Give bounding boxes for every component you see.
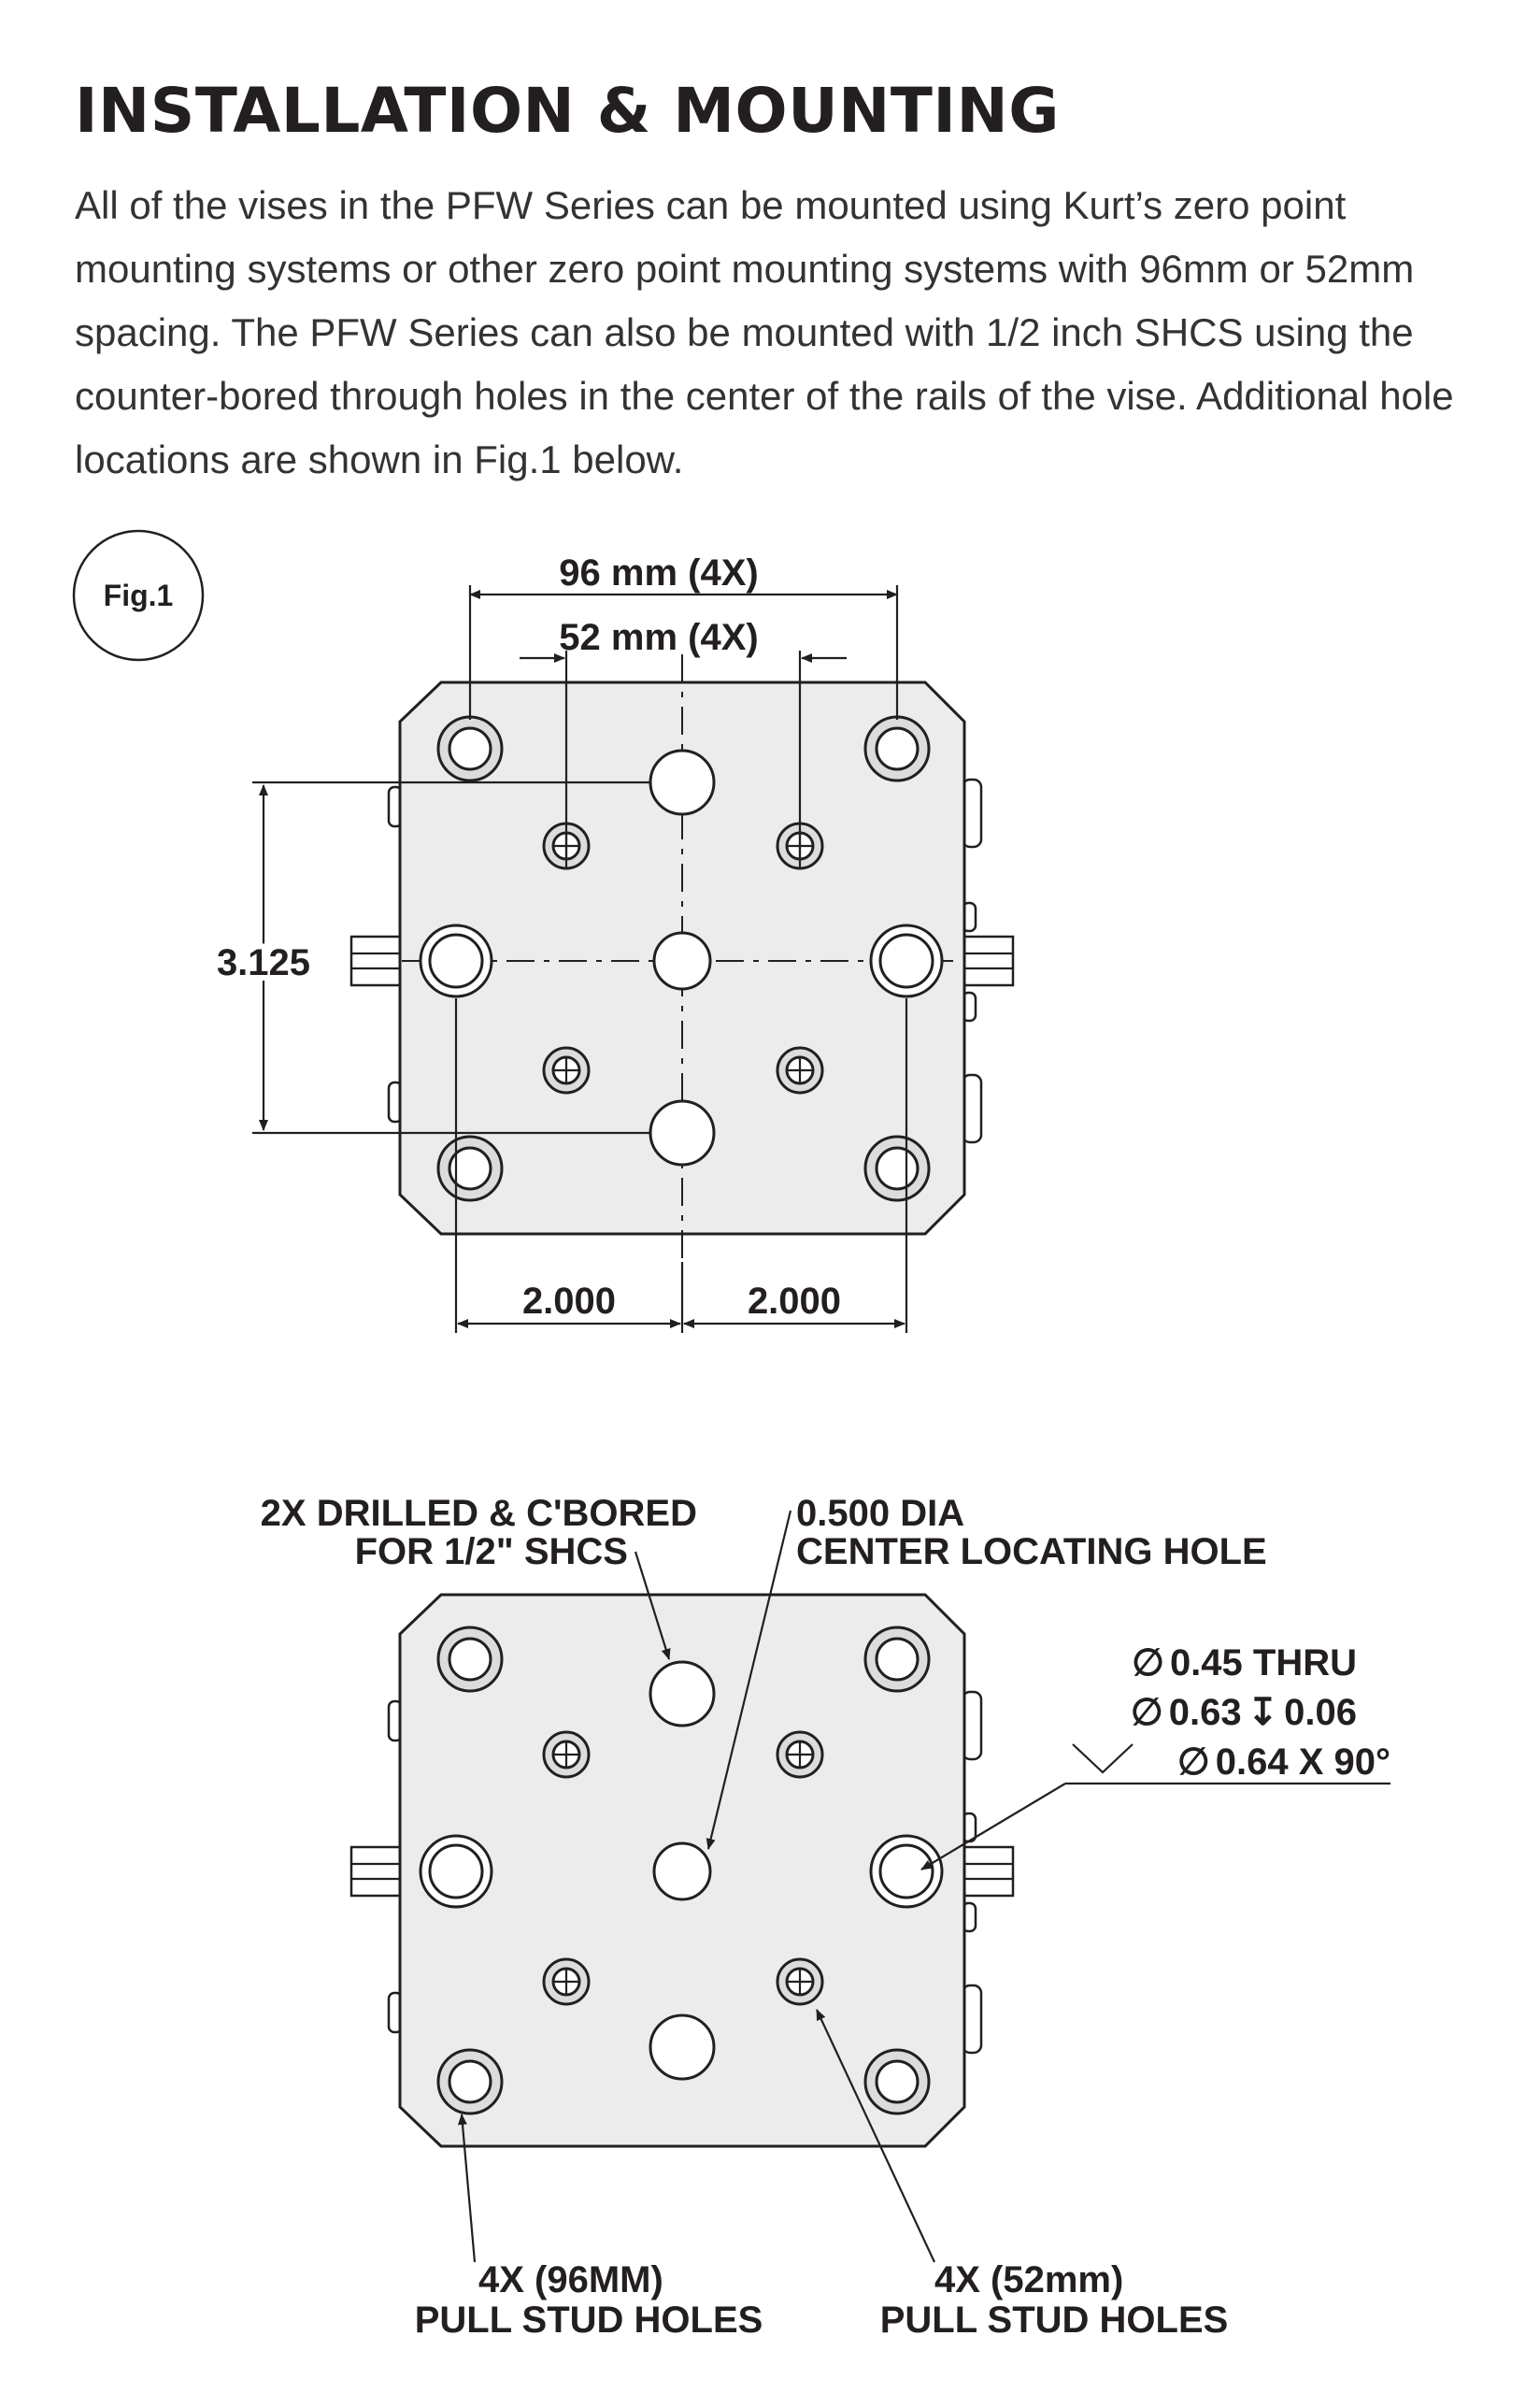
fig1-dim-52mm-label: 52 mm (4X): [559, 617, 758, 658]
fig1-dim-3125-label: 3.125: [217, 942, 310, 983]
fig2-center-holes: [649, 1660, 716, 2081]
fig1-drawing: Fig.1: [72, 529, 1015, 1333]
fig2-callout-center-line2: CENTER LOCATING HOLE: [796, 1531, 1267, 1572]
fig1-label: Fig.1: [104, 579, 174, 612]
fig1-dim-3125: [252, 781, 650, 1135]
fig1-dim-2000: [454, 998, 908, 1333]
fig1-pull-stud-holes-96mm: [436, 715, 931, 1202]
diameter-symbol-icon: ∅: [1132, 1642, 1164, 1684]
fig2-spec-cbore: 0.63: [1169, 1692, 1242, 1733]
fig2-callout-shcs-line1: 2X DRILLED & C'BORED: [261, 1493, 697, 1534]
svg-text:∅0.45 THRU: ∅0.45 THRU: [1132, 1642, 1357, 1684]
fig2-hole-spec: ∅0.45 THRU ∅0.63↧0.06 ∅0.64 X 90°: [1131, 1642, 1390, 1783]
fig1-dim-96mm-label: 96 mm (4X): [559, 552, 758, 594]
fig1-dim-96mm: [468, 585, 899, 720]
fig2-spec-cbore-depth: 0.06: [1284, 1692, 1357, 1733]
fig2-callout-96-line1: 4X (96MM): [478, 2259, 663, 2300]
fig2-drawing: 2X DRILLED & C'BORED FOR 1/2" SHCS 0.500…: [261, 1493, 1390, 2341]
fig2-spec-thru: 0.45 THRU: [1170, 1642, 1357, 1684]
fig2-pull-stud-holes-96mm: [436, 1626, 931, 2115]
intro-paragraph: All of the vises in the PFW Series can b…: [75, 183, 1454, 481]
fig2-spec-csink: 0.64 X 90°: [1216, 1741, 1390, 1783]
fig2-callout-shcs-line2: FOR 1/2" SHCS: [355, 1531, 628, 1572]
fig1-dim-2000-left-label: 2.000: [522, 1281, 616, 1322]
fig1-dim-52mm: [520, 651, 847, 869]
fig1-dim-2000-right-label: 2.000: [748, 1281, 841, 1322]
fig1-pull-stud-holes-52mm: [542, 822, 824, 1095]
fig2-callout-52-line2: PULL STUD HOLES: [880, 2300, 1229, 2341]
fig1-badge: [72, 529, 205, 662]
svg-text:∅0.64 X 90°: ∅0.64 X 90°: [1177, 1741, 1390, 1783]
fig2-callout-96-line2: PULL STUD HOLES: [415, 2300, 763, 2341]
fig1-center-holes: [649, 749, 716, 1167]
fig2-callout-52-line1: 4X (52mm): [934, 2259, 1123, 2300]
fig2-callout-center-line1: 0.500 DIA: [796, 1493, 964, 1534]
diameter-symbol-icon: ∅: [1131, 1692, 1163, 1733]
page-title: INSTALLATION & MOUNTING: [75, 75, 1060, 147]
fig2-pull-stud-holes-52mm: [542, 1730, 824, 2006]
depth-symbol-icon: ↧: [1248, 1692, 1279, 1733]
fig2-side-counterbored-holes: [419, 1834, 944, 1909]
fig2-leader-lines: [457, 1510, 1390, 2263]
fig1-side-counterbored-holes: [419, 924, 944, 998]
diameter-symbol-icon: ∅: [1177, 1741, 1210, 1783]
svg-text:∅0.63↧0.06: ∅0.63↧0.06: [1131, 1692, 1357, 1733]
